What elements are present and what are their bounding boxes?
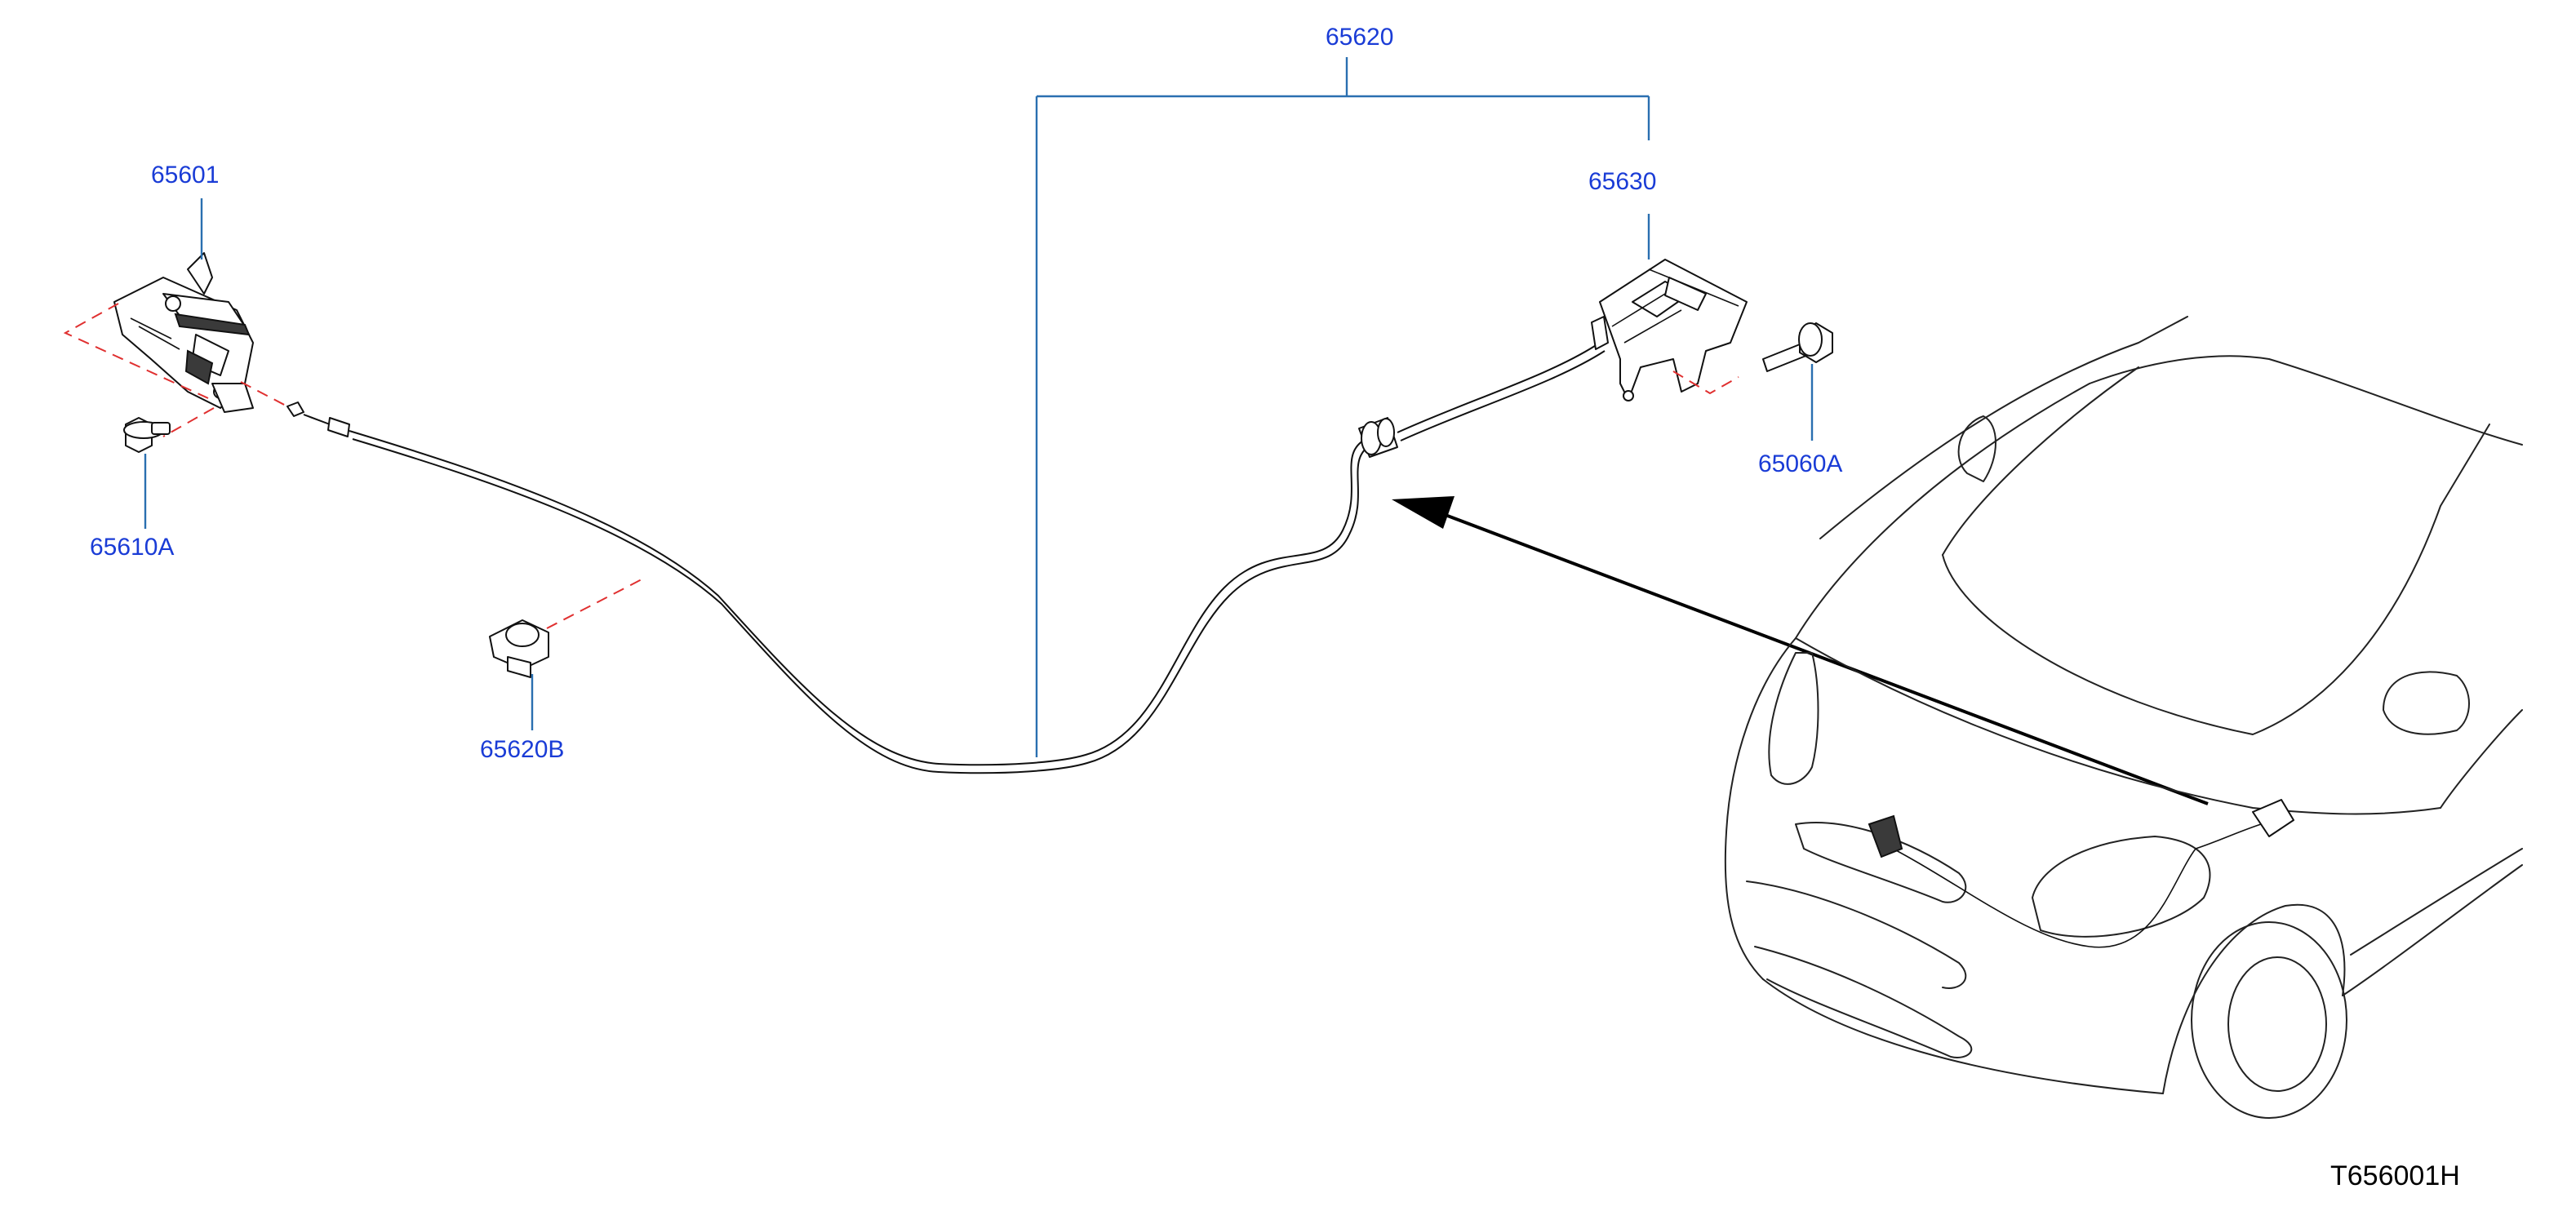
handle-bolt-drawing bbox=[1762, 322, 1833, 372]
callout-65620B: 65620B bbox=[480, 736, 564, 763]
lock-bolt-drawing bbox=[123, 417, 171, 453]
car-outline-drawing bbox=[1724, 316, 2523, 1119]
location-arrow bbox=[1392, 496, 2209, 805]
callout-65630: 65630 bbox=[1588, 168, 1656, 195]
callout-65601: 65601 bbox=[151, 162, 219, 189]
callout-65620: 65620 bbox=[1326, 24, 1393, 51]
callout-65060A: 65060A bbox=[1758, 450, 1842, 477]
hood-release-cable bbox=[286, 342, 1606, 774]
release-handle-drawing bbox=[1591, 259, 1748, 401]
callout-65610A: 65610A bbox=[90, 534, 174, 561]
hood-lock-assembly-lines bbox=[63, 303, 288, 437]
cable-assembly-leader bbox=[1035, 57, 1650, 757]
diagram-reference-id: T656001H bbox=[2330, 1160, 2460, 1191]
hood-lock-drawing bbox=[113, 252, 254, 413]
cable-clip-drawing bbox=[489, 619, 549, 678]
